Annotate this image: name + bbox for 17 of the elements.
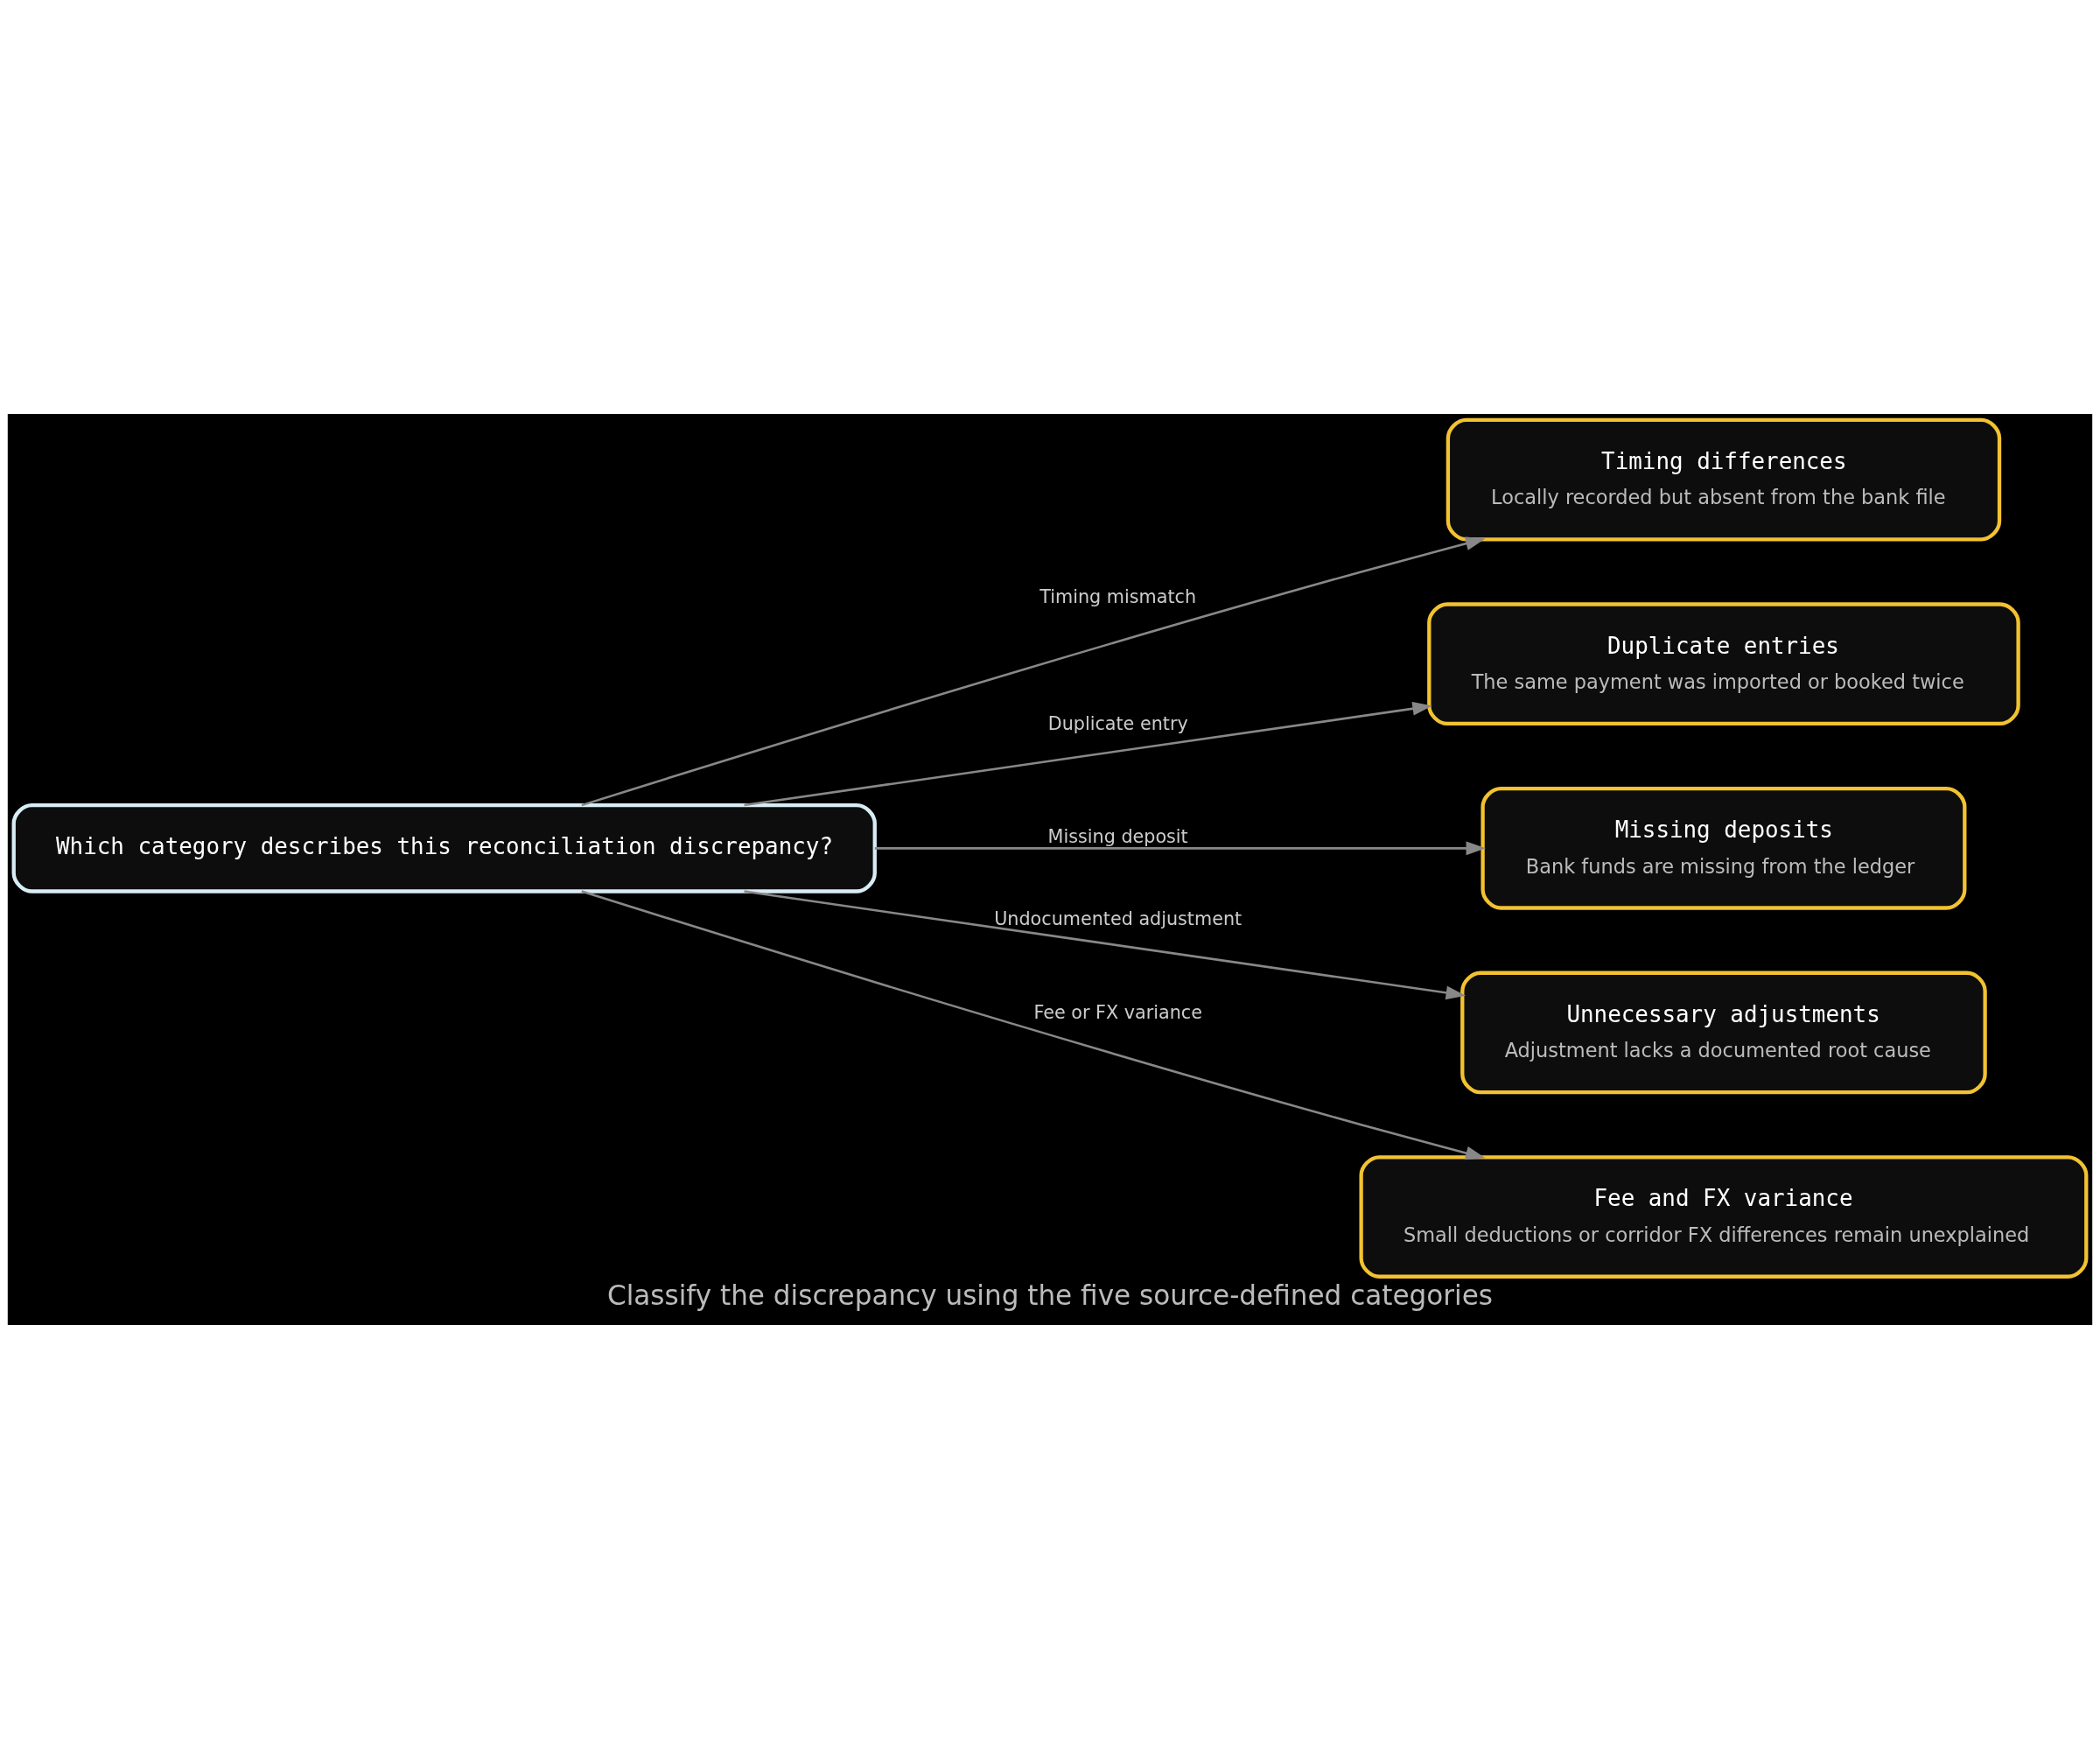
edge-label: Duplicate entry (1047, 712, 1188, 734)
arrow (581, 889, 1486, 1160)
edge-label: Undocumented adjustment (994, 908, 1242, 929)
edge-label: Missing deposit (1047, 825, 1188, 847)
edge-label: Fee or FX variance (1033, 1001, 1202, 1023)
edge-label: Timing mismatch (1040, 585, 1197, 607)
arrow (744, 701, 1432, 806)
arrow (581, 536, 1486, 806)
node-box: Unnecessary adjustments Adjustment lacks a documented root cause (1460, 971, 1987, 1094)
node-box: Fee and FX variance Small deductions or corridor FX differences remain unexplained (1359, 1154, 2089, 1279)
caption: Classify the discrepancy using the five source-defined categories (607, 1279, 1493, 1311)
node-box: Missing deposits Bank funds are missing from the ledger (1480, 786, 1967, 910)
node-box: Duplicate entries The same payment was imported or booked twice (1427, 601, 2020, 725)
node-box: Which category describes this reconciliation discrepancy? (11, 802, 877, 894)
arrow (874, 840, 1487, 855)
node-box: Timing differences Locally recorded but absent from the bank file (1446, 417, 2002, 541)
arrow (744, 889, 1466, 999)
